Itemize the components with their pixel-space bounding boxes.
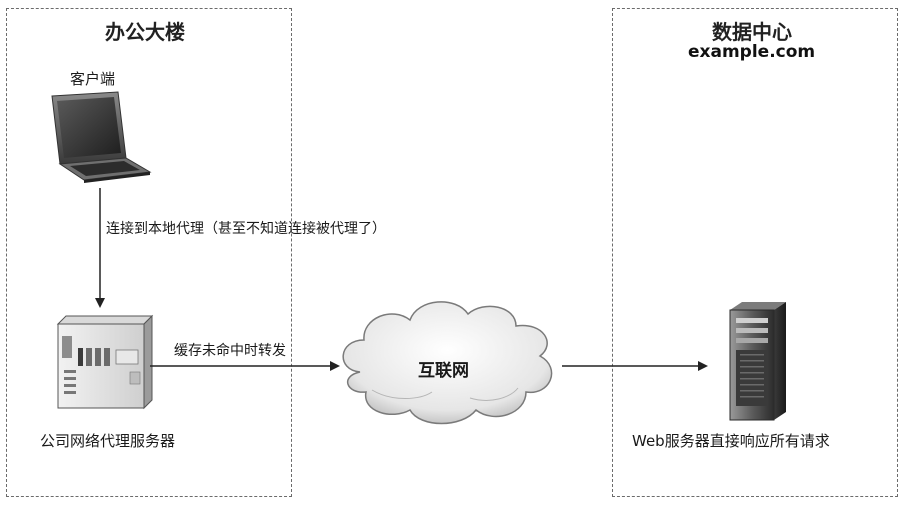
proxy-server-icon: [56, 314, 154, 410]
web-server-icon: [729, 302, 786, 421]
connect-label: 连接到本地代理（甚至不知道连接被代理了）: [106, 221, 386, 237]
office-building-zone: [6, 8, 292, 497]
datacenter-domain: example.com: [688, 42, 816, 62]
data-center-zone: [612, 8, 898, 497]
laptop-icon: [51, 91, 152, 183]
internet-label: 互联网: [418, 361, 469, 381]
datacenter-title: 数据中心: [712, 20, 792, 44]
office-title: 办公大楼: [105, 20, 185, 44]
cache-miss-label: 缓存未命中时转发: [174, 343, 286, 359]
cloud-icon: [342, 301, 553, 425]
web-server-label: Web服务器直接响应所有请求: [632, 432, 830, 450]
proxy-label: 公司网络代理服务器: [40, 432, 176, 450]
client-label: 客户端: [70, 70, 116, 88]
